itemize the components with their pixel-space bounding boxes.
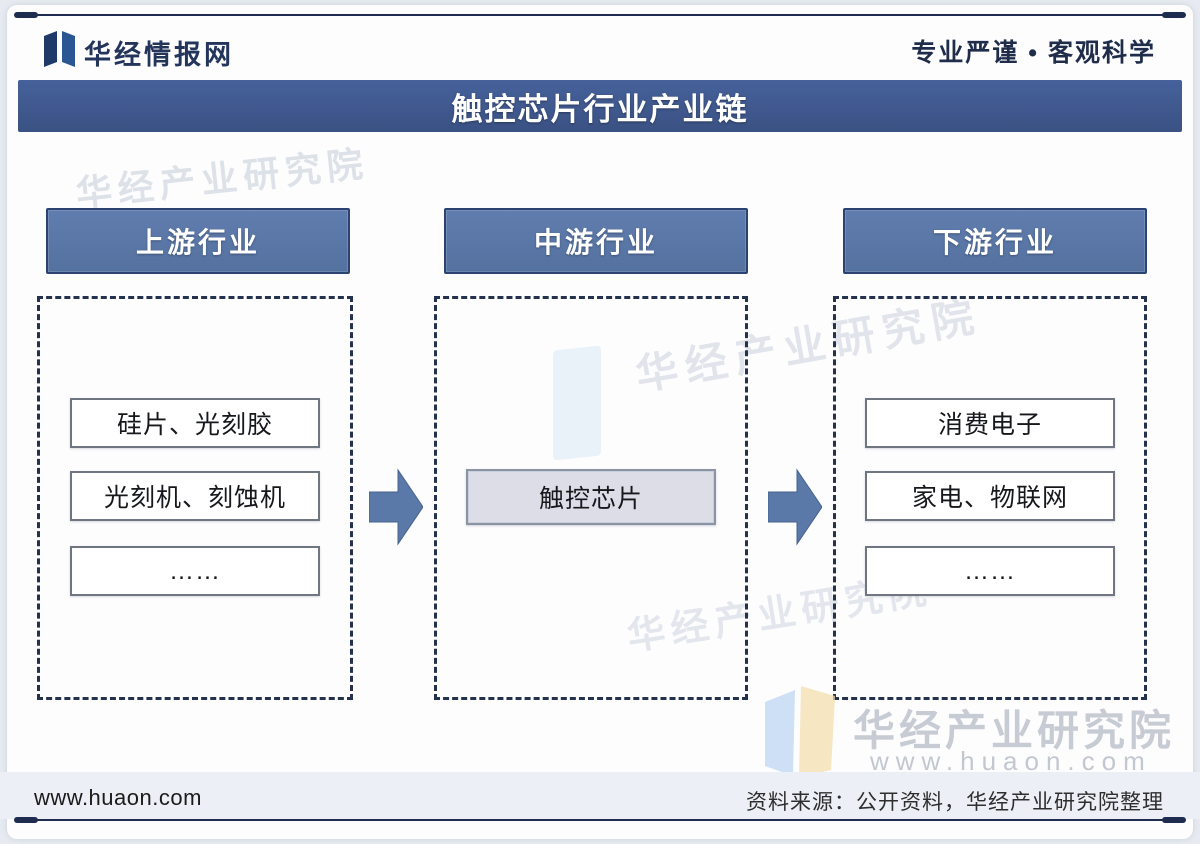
footer (0, 772, 1200, 819)
flow-arrow-icon (369, 468, 423, 546)
watermark-text: 华经产业研究院 (73, 142, 371, 215)
watermark-url: www.huaon.com (870, 746, 1152, 776)
column-header-upstream: 上游行业 (46, 208, 350, 274)
divider-cap (14, 12, 38, 18)
upstream-item-box: 光刻机、刻蚀机 (70, 471, 320, 521)
column-header-downstream: 下游行业 (843, 208, 1147, 274)
divider-cap (14, 817, 38, 823)
upstream-item-box: 硅片、光刻胶 (70, 398, 320, 448)
page-title: 触控芯片行业产业链 (451, 91, 749, 127)
top-divider (14, 12, 1186, 18)
midstream-item-box: 触控芯片 (466, 469, 716, 525)
divider-cap (1162, 12, 1186, 18)
downstream-group-box: 消费电子 家电、物联网 …… (833, 296, 1147, 700)
watermark-org-name: 华经产业研究院 (853, 707, 1176, 754)
watermark-logo-icon (765, 686, 835, 778)
data-source: 资料来源：公开资料，华经产业研究院整理 (746, 791, 1164, 814)
divider-cap (1162, 817, 1186, 823)
flow-arrow-icon (768, 468, 822, 546)
website-url: www.huaon.com (34, 785, 202, 810)
brand-slogan: 专业严谨 • 客观科学 (911, 39, 1156, 67)
upstream-group-box: 硅片、光刻胶 光刻机、刻蚀机 …… (37, 296, 353, 700)
title-bar: 触控芯片行业产业链 (18, 80, 1182, 132)
downstream-item-box: …… (865, 546, 1115, 596)
downstream-item-box: 消费电子 (865, 398, 1115, 448)
column-header-midstream: 中游行业 (444, 208, 748, 274)
downstream-item-box: 家电、物联网 (865, 471, 1115, 521)
bottom-divider (14, 817, 1186, 823)
brand-logo-icon (44, 31, 75, 67)
midstream-group-box: 触控芯片 (434, 296, 748, 700)
upstream-item-box: …… (70, 546, 320, 596)
brand-name: 华经情报网 (84, 40, 234, 70)
